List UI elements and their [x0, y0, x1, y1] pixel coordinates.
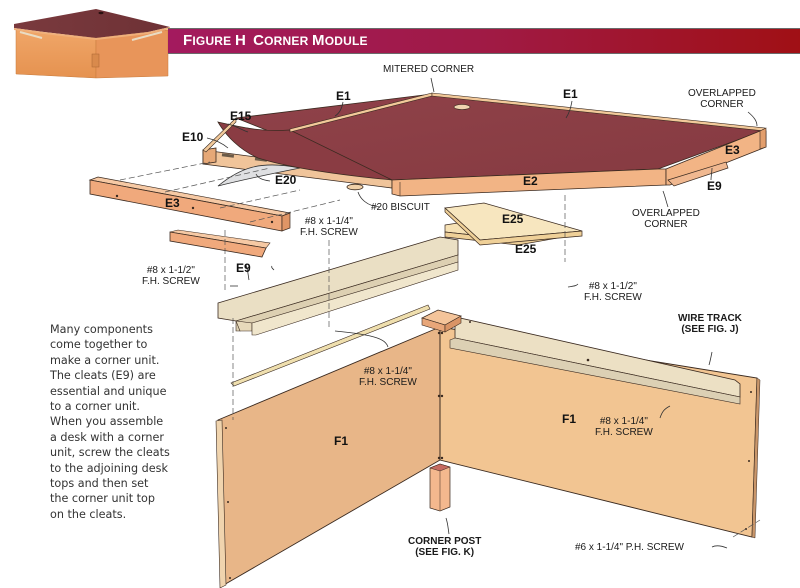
callout-screw-8-114-top-line2: F.H. SCREW: [300, 227, 358, 238]
callout-wire-track-line2: (SEE FIG. J): [681, 324, 739, 335]
callout-screw-6-ph: #6 x 1-1/4" P.H. SCREW: [575, 542, 684, 553]
title-rest-orner: ORNER: [264, 34, 309, 48]
corner-post-cap: [421, 309, 462, 333]
corner-post: [429, 463, 451, 512]
callout-corner-post-line1: CORNER POST: [408, 536, 482, 547]
e15-laminate: [217, 121, 393, 181]
callout-wire-track: WIRE TRACK (SEE FIG. J): [678, 313, 742, 335]
part-label-f1-right: F1: [562, 412, 577, 426]
callout-screw-8-114-top: #8 x 1-1/4" F.H. SCREW: [300, 216, 358, 238]
callout-screw-8-114-right-line2: F.H. SCREW: [595, 427, 653, 438]
callout-overlapped-corner-top: OVERLAPPED CORNER: [688, 88, 756, 110]
e3-left-rail: [88, 176, 292, 232]
callout-screw-8-114-mid-line2: F.H. SCREW: [359, 377, 417, 388]
part-label-e10: E10: [182, 130, 204, 144]
grommet-hole: [453, 104, 471, 110]
photo-grommet-hole: [98, 11, 104, 15]
callout-screw-8-112-left: #8 x 1-1/2" F.H. SCREW: [142, 265, 200, 287]
callout-screw-8-112-right-line2: F.H. SCREW: [584, 292, 642, 303]
title-cap-m: M: [312, 32, 325, 49]
callout-screw-8-114-top-line1: #8 x 1-1/4": [304, 216, 353, 227]
part-label-e3-right: E3: [725, 143, 740, 157]
photo-top-surface: [14, 9, 170, 38]
part-label-e1-right: E1: [563, 87, 578, 101]
callout-screw-8-112-right-line1: #8 x 1-1/2": [588, 281, 637, 292]
figure-title: FIGURE H CORNER MODULE: [183, 32, 368, 49]
e9-right-cleat: [667, 161, 729, 187]
callout-screw-8-114-right: #8 x 1-1/4" F.H. SCREW: [595, 416, 653, 438]
callout-mitered-corner: MITERED CORNER: [383, 64, 475, 75]
biscuit: [346, 183, 364, 191]
part-label-e1-left: E1: [336, 89, 351, 103]
photo-top-edge-left: [14, 28, 96, 40]
e25-blocks: [444, 202, 583, 246]
callout-wire-track-line1: WIRE TRACK: [678, 313, 742, 324]
photo-post: [91, 53, 100, 68]
title-letter: H: [234, 32, 246, 49]
photo-thumbnail: [14, 9, 170, 79]
desk-top-assembly: [202, 92, 767, 197]
callout-screw-8-112-right: #8 x 1-1/2" F.H. SCREW: [584, 281, 642, 303]
callout-corner-post: CORNER POST (SEE FIG. K): [408, 536, 481, 558]
callout-screw-8-114-mid: #8 x 1-1/4" F.H. SCREW: [359, 366, 417, 388]
callout-overlapped-corner-top-line2: CORNER: [700, 99, 744, 110]
callout-leaders: [206, 77, 758, 549]
screw-holes: [225, 321, 752, 579]
title-rest-odule: ODULE: [324, 34, 368, 48]
callout-overlapped-corner-bottom-line2: CORNER: [644, 219, 688, 230]
part-label-f1-left: F1: [334, 434, 349, 448]
part-label-e9-right: E9: [707, 179, 722, 193]
e9-left-cleat: [169, 229, 271, 258]
callout-screw-8-112-left-line2: F.H. SCREW: [142, 276, 200, 287]
callout-overlapped-corner-bottom-line1: OVERLAPPED: [632, 208, 700, 219]
callout-overlapped-corner-bottom: OVERLAPPED CORNER: [632, 208, 700, 230]
callout-screw-8-112-left-line1: #8 x 1-1/2": [146, 265, 195, 276]
part-label-e25-bottom: E25: [515, 242, 537, 256]
part-label-e9-left: E9: [236, 261, 251, 275]
photo-top-edge-right: [96, 27, 170, 40]
part-label-e15: E15: [230, 109, 252, 123]
part-label-e2: E2: [523, 174, 538, 188]
callout-screw-8-114-right-line1: #8 x 1-1/4": [599, 416, 648, 427]
track-upper: [217, 236, 459, 336]
title-rest-igure: IGURE: [192, 34, 232, 48]
guide-lines: [119, 161, 761, 538]
part-label-e20: E20: [275, 173, 297, 187]
title-cap-f: F: [183, 32, 193, 49]
figure-title-bar: [168, 28, 800, 54]
callout-corner-post-line2: (SEE FIG. K): [415, 547, 475, 558]
callout-biscuit: #20 BISCUIT: [371, 202, 430, 213]
title-cap-c: C: [253, 32, 265, 49]
callout-overlapped-corner-top-line1: OVERLAPPED: [688, 88, 756, 99]
description-text: Many components come together to make a …: [50, 323, 170, 521]
photo-cleat-right: [131, 31, 163, 41]
photo-cleat-left: [19, 31, 43, 39]
part-label-e25-top: E25: [502, 212, 524, 226]
part-label-e3-left: E3: [165, 196, 180, 210]
callout-screw-8-114-mid-line1: #8 x 1-1/4": [363, 366, 412, 377]
